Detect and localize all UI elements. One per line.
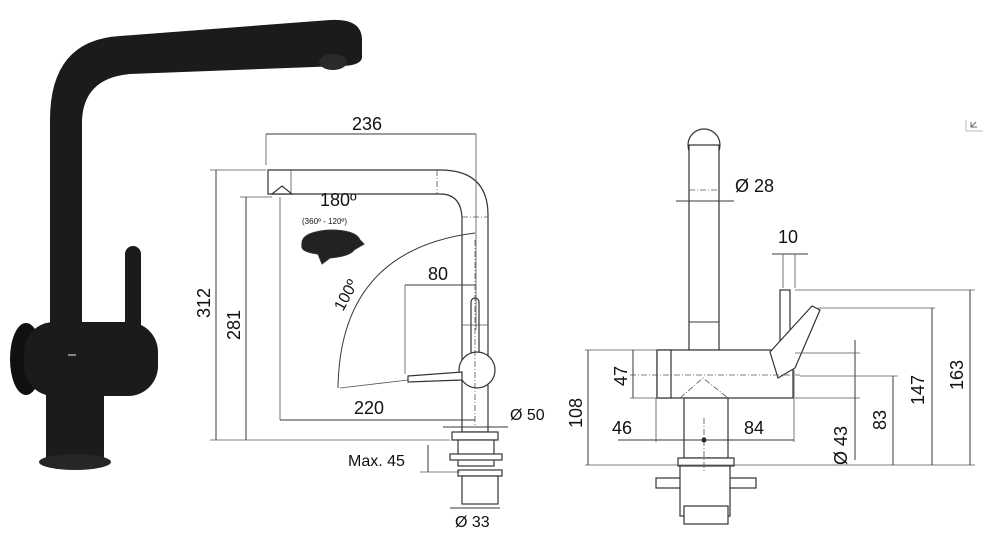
dim-lever-reach: 80 [428,264,448,284]
front-view-drawing [585,128,975,525]
rotation-arrows-icon [301,229,365,265]
swivel-range-label: (360º - 120º) [302,217,347,226]
dim-body-diameter: Ø 43 [831,426,851,465]
dim-body-diameter-height: 47 [611,366,631,386]
dim-lever-width: 10 [778,227,798,247]
dim-height-total: 312 [194,288,214,318]
dim-spout-height: 281 [224,310,244,340]
dim-lever-top-height: 147 [908,375,928,405]
dim-max-deck-thickness: Max. 45 [348,453,405,470]
dim-axis-height: 83 [870,410,890,430]
dim-base-diameter: Ø 50 [510,407,545,424]
side-view-drawing [210,133,508,509]
lever-angle-label: 100º [332,277,362,314]
dim-body-height-total: 108 [566,398,586,428]
dim-right-offset: 84 [744,418,764,438]
dim-shank-diameter: Ø 33 [455,514,490,531]
dim-left-offset: 46 [612,418,632,438]
dim-spout-diameter: Ø 28 [735,176,774,196]
dim-top-height: 163 [947,360,967,390]
dim-width-total: 236 [352,114,382,134]
faucet-product-photo [10,19,362,470]
swivel-angle-label: 180º [320,190,357,210]
expand-icon[interactable] [965,120,983,132]
dim-spout-reach: 220 [354,398,384,418]
